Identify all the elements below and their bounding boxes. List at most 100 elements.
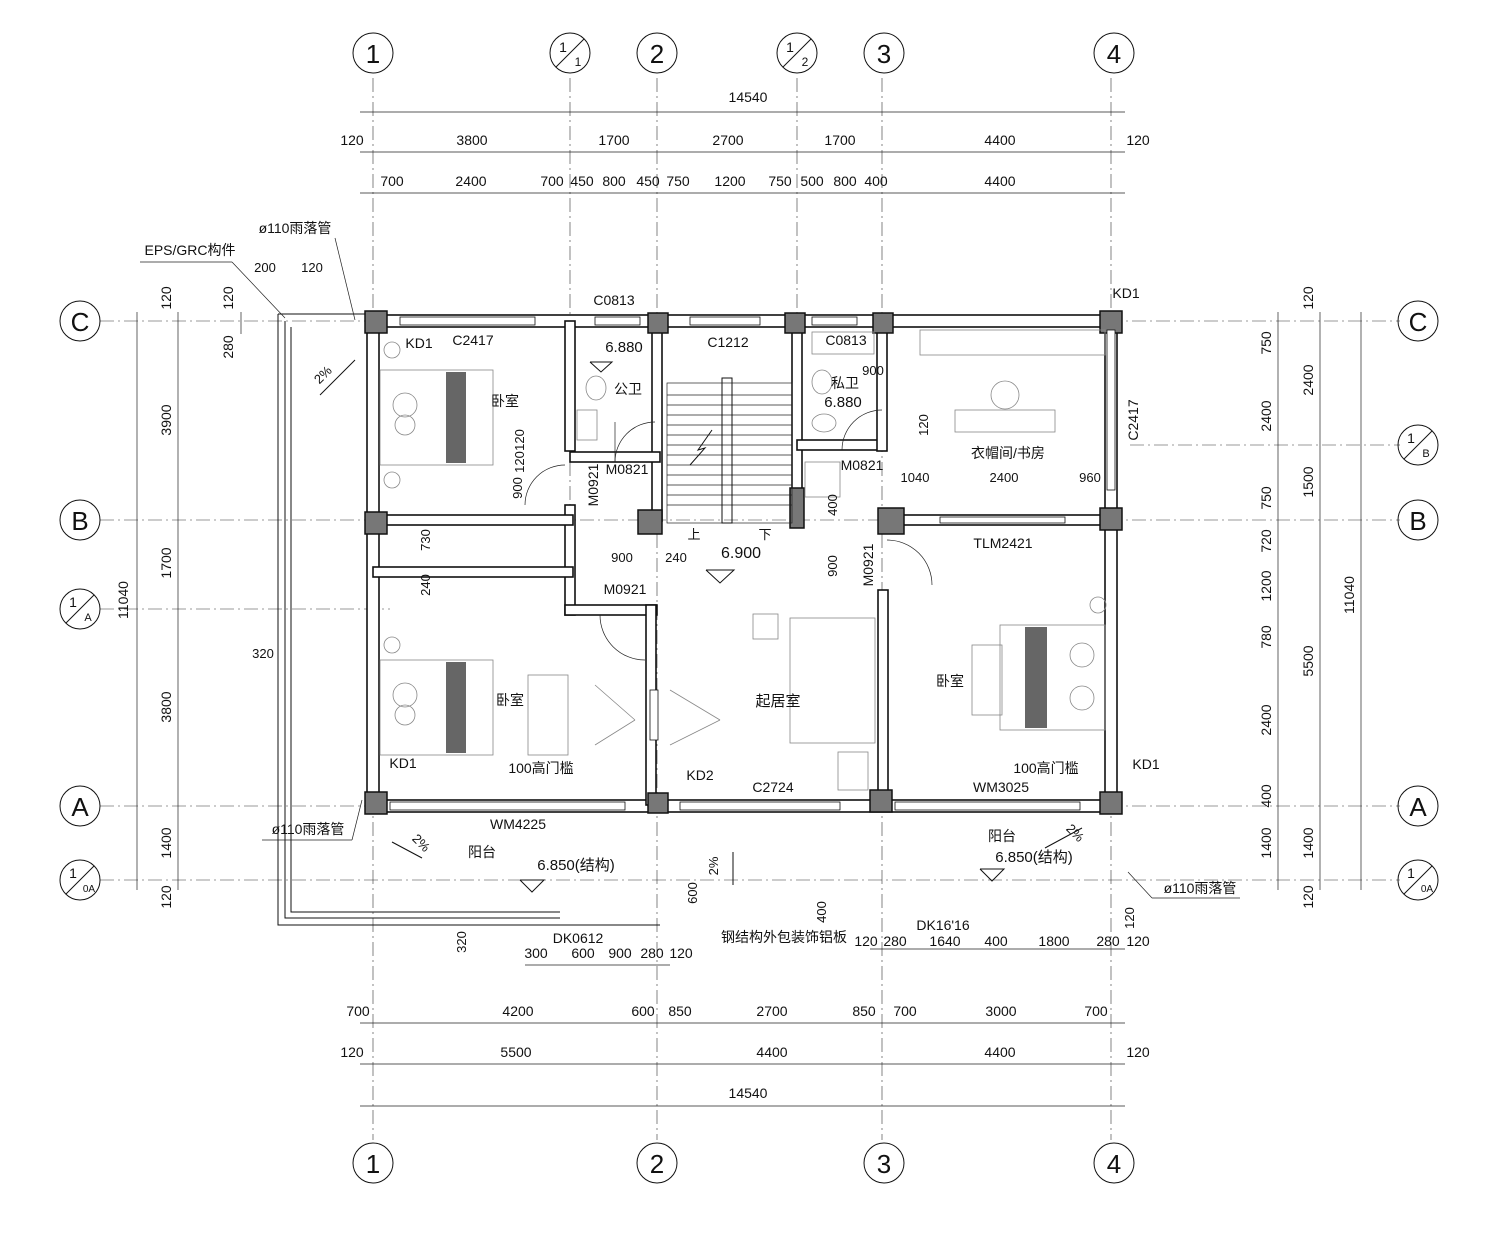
dim: 4400 bbox=[756, 1044, 787, 1060]
axis-label: 3 bbox=[877, 39, 891, 69]
axis-label: A bbox=[1409, 792, 1427, 822]
room-bedroom-nw: 卧室 bbox=[491, 393, 519, 409]
dim: 750 bbox=[768, 173, 792, 189]
axis-bubble-a-right: A bbox=[1397, 785, 1439, 827]
label-m0921-b: M0921 bbox=[604, 581, 647, 597]
note-downpipe-right: ø110雨落管 bbox=[1164, 880, 1237, 896]
note-slope-br: 2% bbox=[1063, 821, 1087, 845]
axis-label: 4 bbox=[1107, 1149, 1121, 1179]
label-kd1-d: KD1 bbox=[1132, 756, 1159, 772]
misc-dimensions: 200 120 320 320 730 240 900 120 120 900 … bbox=[252, 260, 1137, 953]
column bbox=[364, 310, 388, 334]
dim: 1400 bbox=[1258, 827, 1274, 858]
dim: 320 bbox=[454, 931, 469, 953]
wc-fixtures bbox=[576, 331, 875, 498]
dim: 400 bbox=[1258, 784, 1274, 808]
dim: 1500 bbox=[1300, 466, 1316, 497]
axis-bubble-1-1-top: 11 bbox=[549, 32, 591, 74]
dim: 320 bbox=[252, 646, 274, 661]
dim: 800 bbox=[833, 173, 857, 189]
axis-bubble-a-left: A bbox=[59, 785, 101, 827]
right-axis-bubbles: C 1B B A 10A bbox=[1397, 300, 1439, 901]
axis-label: 1 bbox=[366, 1149, 380, 1179]
dim: 280 bbox=[883, 933, 907, 949]
label-dk0612: DK0612 bbox=[553, 930, 604, 946]
label-m0821-a: M0821 bbox=[606, 461, 649, 477]
dim: 900 bbox=[862, 363, 884, 378]
dim: 1700 bbox=[158, 547, 174, 578]
dim: 450 bbox=[636, 173, 660, 189]
room-labels: 卧室 卧室 卧室 公卫 私卫 起居室 衣帽间/书房 阳台 阳台 bbox=[468, 375, 1045, 860]
eave-outline bbox=[277, 313, 660, 926]
dim-top-total: 14540 bbox=[729, 89, 768, 105]
axis-sub: 2 bbox=[802, 55, 809, 69]
bottom-dimensions: 700 4200 600 850 2700 850 700 3000 700 1… bbox=[340, 933, 1150, 1107]
dim: 1200 bbox=[1258, 570, 1274, 601]
dim: 900 bbox=[611, 550, 633, 565]
dim: 700 bbox=[893, 1003, 917, 1019]
dim: 4400 bbox=[984, 132, 1015, 148]
label-c1212: C1212 bbox=[707, 334, 748, 350]
dim: 2400 bbox=[990, 470, 1019, 485]
dim: 2700 bbox=[712, 132, 743, 148]
dim: 3900 bbox=[158, 404, 174, 435]
dim: 120 bbox=[220, 286, 236, 310]
label-kd1-a: KD1 bbox=[405, 335, 432, 351]
axis-bubble-1a-left: 1A bbox=[59, 588, 101, 630]
stair bbox=[666, 377, 793, 524]
dim: 240 bbox=[418, 574, 433, 596]
dim: 800 bbox=[602, 173, 626, 189]
dim: 120 bbox=[1126, 933, 1150, 949]
dim: 2400 bbox=[1300, 364, 1316, 395]
axis-label: 1 bbox=[1407, 865, 1415, 881]
dim-bottom-total: 14540 bbox=[729, 1085, 768, 1101]
axis-label: 4 bbox=[1107, 39, 1121, 69]
label-wm3025: WM3025 bbox=[973, 779, 1029, 795]
dim: 750 bbox=[666, 173, 690, 189]
room-private-wc: 私卫 bbox=[831, 375, 859, 391]
left-axis-bubbles: C B 1A A 10A bbox=[59, 300, 101, 901]
walls bbox=[366, 314, 1118, 813]
top-axis-bubbles: 1 11 2 12 3 4 bbox=[352, 32, 1135, 74]
column bbox=[637, 509, 663, 535]
dim: 120 bbox=[854, 933, 878, 949]
axis-sub: 1 bbox=[575, 55, 582, 69]
dim: 2400 bbox=[1258, 704, 1274, 735]
dim-right-total: 11040 bbox=[1341, 576, 1357, 614]
dim: 2700 bbox=[756, 1003, 787, 1019]
axis-label: B bbox=[71, 506, 88, 536]
axis-bubble-1-bottom: 1 bbox=[352, 1142, 394, 1184]
dim: 4400 bbox=[984, 173, 1015, 189]
dim: 600 bbox=[685, 882, 700, 904]
column bbox=[877, 507, 905, 535]
dim: 4400 bbox=[984, 1044, 1015, 1060]
dim: 780 bbox=[1258, 625, 1274, 649]
axis-lines bbox=[100, 78, 1400, 1140]
axis-label: 1 bbox=[786, 39, 794, 55]
dim: 2400 bbox=[455, 173, 486, 189]
axis-label: 1 bbox=[559, 39, 567, 55]
dim: 3000 bbox=[985, 1003, 1016, 1019]
axis-label: 2 bbox=[650, 1149, 664, 1179]
dim: 120 bbox=[669, 945, 693, 961]
dim: 280 bbox=[1096, 933, 1120, 949]
dim: 120 bbox=[1126, 1044, 1150, 1060]
dim: 700 bbox=[540, 173, 564, 189]
label-kd1-c: KD1 bbox=[389, 755, 416, 771]
label-m0921-c: M0921 bbox=[860, 543, 876, 586]
dim: 960 bbox=[1079, 470, 1101, 485]
axis-bubble-c-right: C bbox=[1397, 300, 1439, 342]
room-balcony-right: 阳台 bbox=[988, 828, 1016, 844]
axis-bubble-2-top: 2 bbox=[636, 32, 678, 74]
dim: 600 bbox=[571, 945, 595, 961]
opening-labels: C2417 C0813 C1212 C0813 C2417 M0821 M092… bbox=[389, 285, 1159, 946]
axis-bubble-4-bottom: 4 bbox=[1093, 1142, 1135, 1184]
note-downpipe-top: ø110雨落管 bbox=[259, 220, 332, 236]
dim: 400 bbox=[814, 901, 829, 923]
axis-bubble-3-top: 3 bbox=[863, 32, 905, 74]
dim: 280 bbox=[640, 945, 664, 961]
dim: 500 bbox=[800, 173, 824, 189]
dim: 300 bbox=[524, 945, 548, 961]
dim: 1800 bbox=[1038, 933, 1069, 949]
